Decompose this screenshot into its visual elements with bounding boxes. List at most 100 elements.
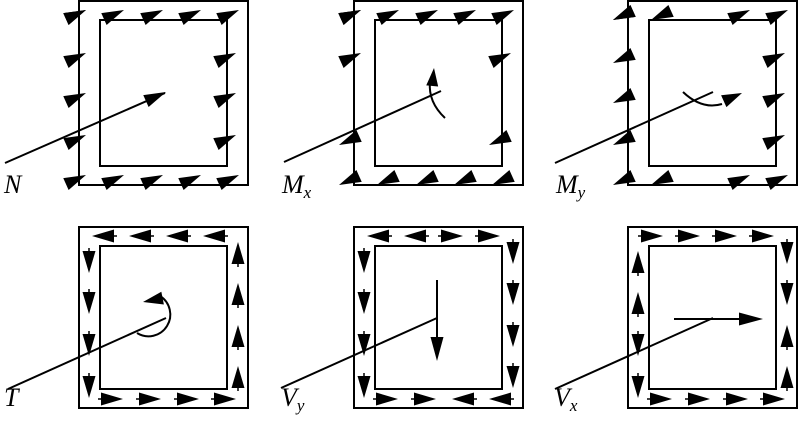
normal-stress-arrow xyxy=(651,4,674,20)
moment-arrowhead xyxy=(721,93,742,108)
shear-flow-arrow xyxy=(367,229,389,243)
label-My: My xyxy=(556,170,586,202)
shear-flow-arrow xyxy=(506,283,520,305)
shear-flow-arrow xyxy=(214,392,236,406)
shear-flow-arrow xyxy=(726,392,748,406)
normal-stress-arrow xyxy=(216,10,239,26)
normal-stress-arrow xyxy=(613,169,636,185)
shear-flow-arrow xyxy=(715,229,737,243)
shear-flow-arrow xyxy=(231,366,245,388)
shear-flow-arrow xyxy=(357,251,371,273)
shear-flow-arrow xyxy=(506,242,520,264)
label-T: T xyxy=(4,383,19,412)
normal-stress-arrow xyxy=(416,169,439,185)
member-axis-line xyxy=(283,90,442,163)
member-axis-line xyxy=(554,317,714,390)
label-Vy: Vy xyxy=(281,383,305,415)
normal-stress-arrow xyxy=(651,169,674,185)
shear-flow-arrow xyxy=(752,229,774,243)
shear-flow-arrow xyxy=(631,376,645,398)
shear-flow-arrow xyxy=(82,376,96,398)
normal-stress-arrow xyxy=(765,10,788,26)
normal-stress-arrow xyxy=(765,175,788,191)
normal-stress-arrow xyxy=(140,175,163,191)
normal-stress-arrow xyxy=(377,169,400,185)
shear-flow-arrow xyxy=(678,229,700,243)
outer-boundary xyxy=(353,226,524,409)
shear-flow-arrow xyxy=(129,229,151,243)
shear-flow-arrow xyxy=(641,229,663,243)
torque-arc xyxy=(136,295,172,338)
shear-flow-arrow xyxy=(177,392,199,406)
shear-flow-arrow xyxy=(452,392,474,406)
normal-stress-arrow xyxy=(613,4,636,20)
shear-force-arrowhead xyxy=(739,312,763,326)
normal-stress-arrow xyxy=(488,53,511,69)
normal-stress-arrow xyxy=(213,93,236,109)
shear-flow-arrow xyxy=(139,392,161,406)
shear-flow-arrow xyxy=(231,283,245,305)
shear-flow-arrow xyxy=(231,242,245,264)
shear-flow-arrow xyxy=(631,334,645,356)
normal-stress-arrow xyxy=(762,135,785,151)
shear-flow-arrow xyxy=(82,292,96,314)
member-axis-line xyxy=(7,317,167,390)
shear-flow-arrow xyxy=(780,283,794,305)
shear-flow-arrow xyxy=(506,325,520,347)
shear-flow-arrow xyxy=(92,229,114,243)
normal-stress-arrow xyxy=(376,10,399,26)
normal-stress-arrow xyxy=(338,10,361,26)
torque-arrowhead xyxy=(143,291,164,305)
normal-stress-arrow xyxy=(727,10,750,26)
normal-stress-arrow xyxy=(613,47,636,63)
shear-flow-arrow xyxy=(82,251,96,273)
normal-stress-arrow xyxy=(491,10,514,26)
normal-stress-arrow xyxy=(489,129,512,145)
shear-flow-arrow xyxy=(203,229,225,243)
inner-boundary xyxy=(374,245,503,390)
axial-force-arrowhead xyxy=(143,92,166,107)
inner-boundary xyxy=(648,19,777,167)
moment-arrowhead xyxy=(426,68,439,87)
shear-flow-arrow xyxy=(414,392,436,406)
shear-flow-arrow xyxy=(631,251,645,273)
shear-flow-arrow xyxy=(650,392,672,406)
normal-stress-arrow xyxy=(727,175,750,191)
shear-flow-arrow xyxy=(357,292,371,314)
shear-flow-arrow xyxy=(82,334,96,356)
outer-boundary xyxy=(353,0,524,186)
member-axis-line xyxy=(4,92,166,164)
normal-stress-arrow xyxy=(762,53,785,69)
normal-stress-arrow xyxy=(63,135,86,151)
normal-stress-arrow xyxy=(339,169,362,185)
normal-stress-arrow xyxy=(63,53,86,69)
normal-stress-arrow xyxy=(178,175,201,191)
shear-flow-arrow xyxy=(763,392,785,406)
shear-flow-arrow xyxy=(780,366,794,388)
shear-flow-arrow xyxy=(376,392,398,406)
normal-stress-arrow xyxy=(213,135,236,151)
normal-stress-arrow xyxy=(63,93,86,109)
shear-flow-arrow xyxy=(404,229,426,243)
normal-stress-arrow xyxy=(613,87,636,103)
normal-stress-arrow xyxy=(216,175,239,191)
shear-flow-arrow xyxy=(101,392,123,406)
shear-flow-arrow xyxy=(780,325,794,347)
normal-stress-arrow xyxy=(63,10,86,26)
shear-flow-arrow xyxy=(631,292,645,314)
outer-boundary xyxy=(78,226,249,409)
label-Vx: Vx xyxy=(554,383,578,415)
normal-stress-arrow xyxy=(213,53,236,69)
shear-flow-arrow xyxy=(166,229,188,243)
moment-arc xyxy=(428,81,446,119)
normal-stress-arrow xyxy=(101,10,124,26)
normal-stress-arrow xyxy=(101,175,124,191)
outer-boundary xyxy=(627,226,798,409)
normal-stress-arrow xyxy=(415,10,438,26)
shear-flow-arrow xyxy=(231,325,245,347)
inner-boundary xyxy=(99,245,228,390)
inner-boundary xyxy=(648,245,777,390)
normal-stress-arrow xyxy=(762,93,785,109)
